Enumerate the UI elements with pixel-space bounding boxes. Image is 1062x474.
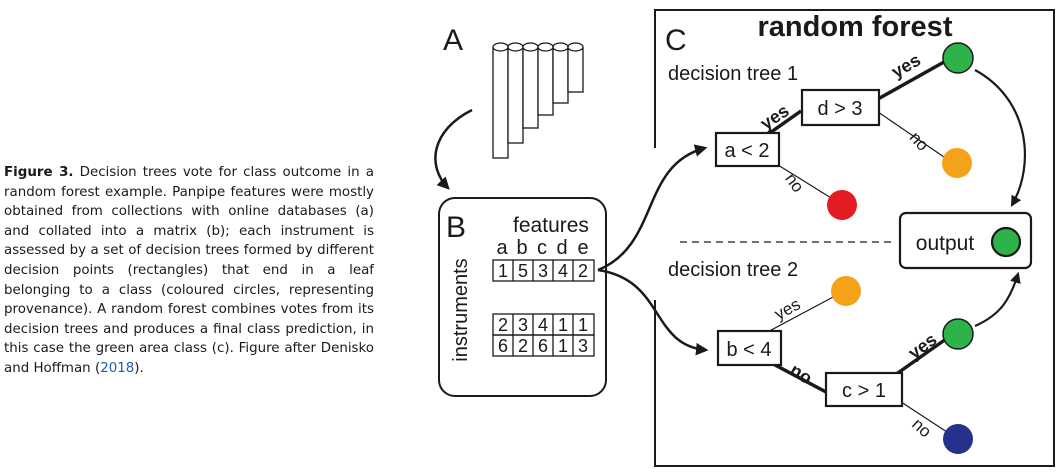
matrix-cell: 3 [518, 315, 528, 335]
caption-end: ). [134, 360, 144, 376]
matrix-row-1: 1 5 3 4 2 [492, 259, 595, 282]
leaf-green-circle [942, 318, 974, 350]
leaf-orange-circle [942, 148, 972, 178]
arrow-a-to-b [434, 108, 473, 190]
matrix-cell: 1 [558, 336, 568, 356]
arrow-vote-tree1 [974, 69, 1027, 207]
matrix-cell: 1 [498, 261, 508, 281]
matrix-cell: 6 [498, 336, 508, 356]
tree1-yes-edge-2 [877, 60, 945, 101]
matrix-cell: 3 [538, 261, 548, 281]
tree2-label: decision tree 2 [668, 259, 798, 281]
output-label: output [916, 232, 975, 255]
matrix-cell: 2 [578, 261, 588, 281]
tree2-yes-edge-1 [759, 295, 836, 337]
leaf-navy-circle [943, 424, 973, 454]
feature-name-a: a [496, 237, 508, 259]
matrix-cell: 3 [578, 336, 588, 356]
feature-name-d: d [556, 237, 567, 259]
matrix-cell: 1 [578, 315, 588, 335]
tree1-yes-label-1: yes [757, 100, 793, 133]
tree2-inner-label: c > 1 [842, 380, 886, 402]
caption-year-link[interactable]: 2018 [100, 360, 135, 376]
arrow-to-tree2 [597, 268, 709, 356]
output-green-circle [990, 226, 1022, 258]
tree2-root-label: b < 4 [726, 339, 771, 361]
tree1-root-node: a < 2 [714, 131, 781, 168]
output-box: output [898, 211, 1033, 270]
tree1-root-label: a < 2 [724, 140, 769, 162]
matrix-cell: 4 [538, 315, 548, 335]
tree1-no-label-1: no [781, 170, 807, 196]
leaf-red-circle [827, 190, 857, 220]
matrix-cell: 4 [558, 261, 568, 281]
tree1-no-edge-2 [877, 111, 945, 158]
panel-b-label: B [446, 211, 466, 244]
tree2-no-label-2: no [908, 415, 935, 442]
feature-name-e: e [577, 237, 588, 259]
tree1-no-label-2: no [906, 128, 933, 155]
feature-name-b: b [516, 237, 527, 259]
instruments-label: instruments [450, 258, 472, 361]
matrix-row-3: 6 2 6 1 3 [492, 334, 595, 357]
tree2-yes-edge-2 [893, 337, 948, 377]
tree2-root-node: b < 4 [716, 329, 783, 367]
caption-paren-open: ( [94, 360, 101, 376]
panpipe-icon [492, 42, 584, 159]
caption-text: Decision trees vote for class outcome in… [4, 165, 374, 376]
tree1-label: decision tree 1 [668, 63, 798, 85]
leaf-green-circle [942, 42, 974, 74]
matrix-cell: 6 [538, 336, 548, 356]
caption-label: Figure 3. [4, 165, 74, 180]
tree2-yes-label-1: yes [771, 295, 803, 324]
arrow-vote-tree2 [974, 271, 1021, 328]
feature-matrix-panel [438, 197, 607, 397]
matrix-cell: 1 [558, 315, 568, 335]
matrix-cell: 5 [518, 261, 528, 281]
tree1-inner-node: d > 3 [800, 88, 881, 127]
features-label: features [513, 214, 589, 237]
matrix-cell: 2 [498, 315, 508, 335]
matrix-row-2: 2 3 4 1 1 [492, 313, 595, 336]
tree1-inner-label: d > 3 [817, 98, 862, 120]
matrix-cell: 2 [518, 336, 528, 356]
tree2-no-edge-2 [894, 397, 951, 435]
leaf-orange-circle [831, 276, 861, 306]
tree2-inner-node: c > 1 [824, 371, 904, 408]
feature-name-c: c [537, 237, 547, 259]
panel-c-frame [654, 9, 1055, 467]
panel-c-label: C [665, 24, 687, 57]
figure-caption: Figure 3. Decision trees vote for class … [4, 163, 374, 379]
panel-a-label: A [443, 24, 463, 57]
tree2-yes-label-2: yes [904, 329, 940, 363]
arrow-to-tree1 [597, 144, 708, 272]
diagram-title: random forest [758, 11, 953, 43]
